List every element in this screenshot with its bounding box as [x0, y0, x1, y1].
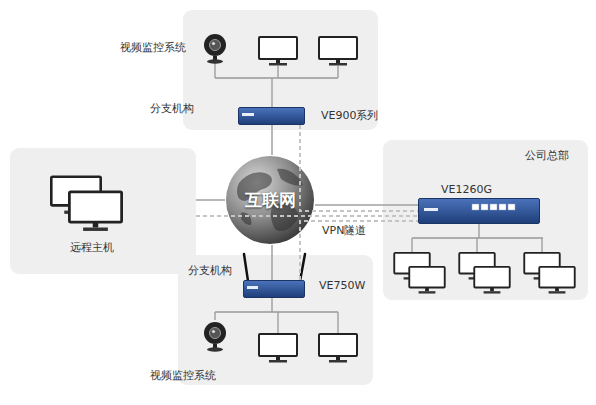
branch-panel: 分支机构VE900系列	[183, 10, 378, 130]
webcam-icon	[204, 34, 226, 64]
branch-panel: 分支机构 VE750W	[178, 255, 373, 385]
monitor-icon	[259, 37, 297, 66]
monitor-icon	[474, 267, 509, 294]
system-label: 视频监控系统	[120, 41, 186, 54]
globe-label: 互联网	[245, 190, 296, 210]
system-label: 视频监控系统	[150, 369, 216, 382]
monitor-icon	[259, 334, 297, 363]
wire	[412, 224, 543, 253]
panel-heading: 分支机构	[150, 102, 194, 115]
globe-land	[237, 169, 303, 231]
internet-globe: 互联网	[225, 155, 315, 245]
wire	[215, 62, 338, 107]
monitor-icon	[539, 267, 574, 294]
vpn-tunnel	[300, 125, 418, 211]
antenna	[244, 254, 305, 281]
vpn-tunnel	[196, 215, 418, 217]
network-link	[271, 125, 273, 155]
device-model: VE900系列	[321, 109, 378, 122]
webcam-icon	[204, 322, 226, 352]
edge-label: VPN隧道	[322, 224, 366, 237]
network-link	[315, 204, 418, 206]
monitor-icon	[319, 37, 357, 66]
monitor-icon	[409, 267, 444, 294]
wire	[215, 298, 338, 333]
monitor-icon	[319, 334, 357, 363]
panel-heading: 分支机构	[188, 264, 232, 277]
panel-heading: 远程主机	[70, 241, 114, 254]
device-model: VE1260G	[441, 183, 492, 196]
router-port	[472, 204, 515, 210]
monitor-icon	[69, 192, 121, 231]
device-model: VE750W	[319, 279, 365, 292]
panel-heading: 公司总部	[525, 149, 569, 162]
vpn-tunnel	[300, 221, 418, 280]
router-logo	[242, 113, 438, 289]
network-link	[271, 245, 273, 280]
network-link	[196, 199, 225, 201]
